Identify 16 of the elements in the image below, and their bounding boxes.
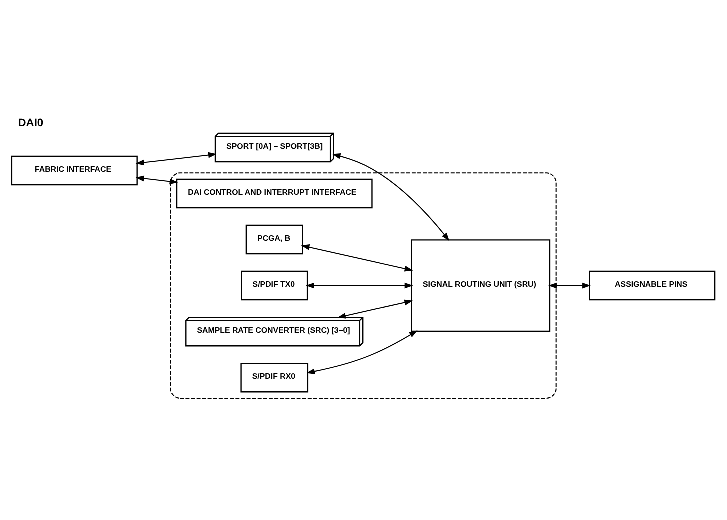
- arrow: [548, 282, 591, 289]
- arrow: [306, 330, 418, 374]
- arrow: [306, 282, 414, 289]
- arrow: [301, 244, 414, 272]
- node-box: PCGA, B: [246, 224, 304, 255]
- node-box: FABRIC INTERFACE: [11, 156, 138, 186]
- arrow: [136, 176, 178, 185]
- arrow: [338, 300, 414, 319]
- diagram-title: DAI0: [18, 117, 44, 130]
- arrow: [332, 154, 450, 242]
- node-box: S/PDIF RX0: [240, 362, 309, 393]
- node-box: ASSIGNABLE PINS: [589, 270, 716, 301]
- node-box: SIGNAL ROUTING UNIT (SRU): [411, 240, 551, 332]
- node-box: DAI CONTROL AND INTERRUPT INTERFACE: [176, 178, 373, 209]
- arrow: [136, 152, 217, 166]
- node-box: S/PDIF TX0: [241, 270, 308, 301]
